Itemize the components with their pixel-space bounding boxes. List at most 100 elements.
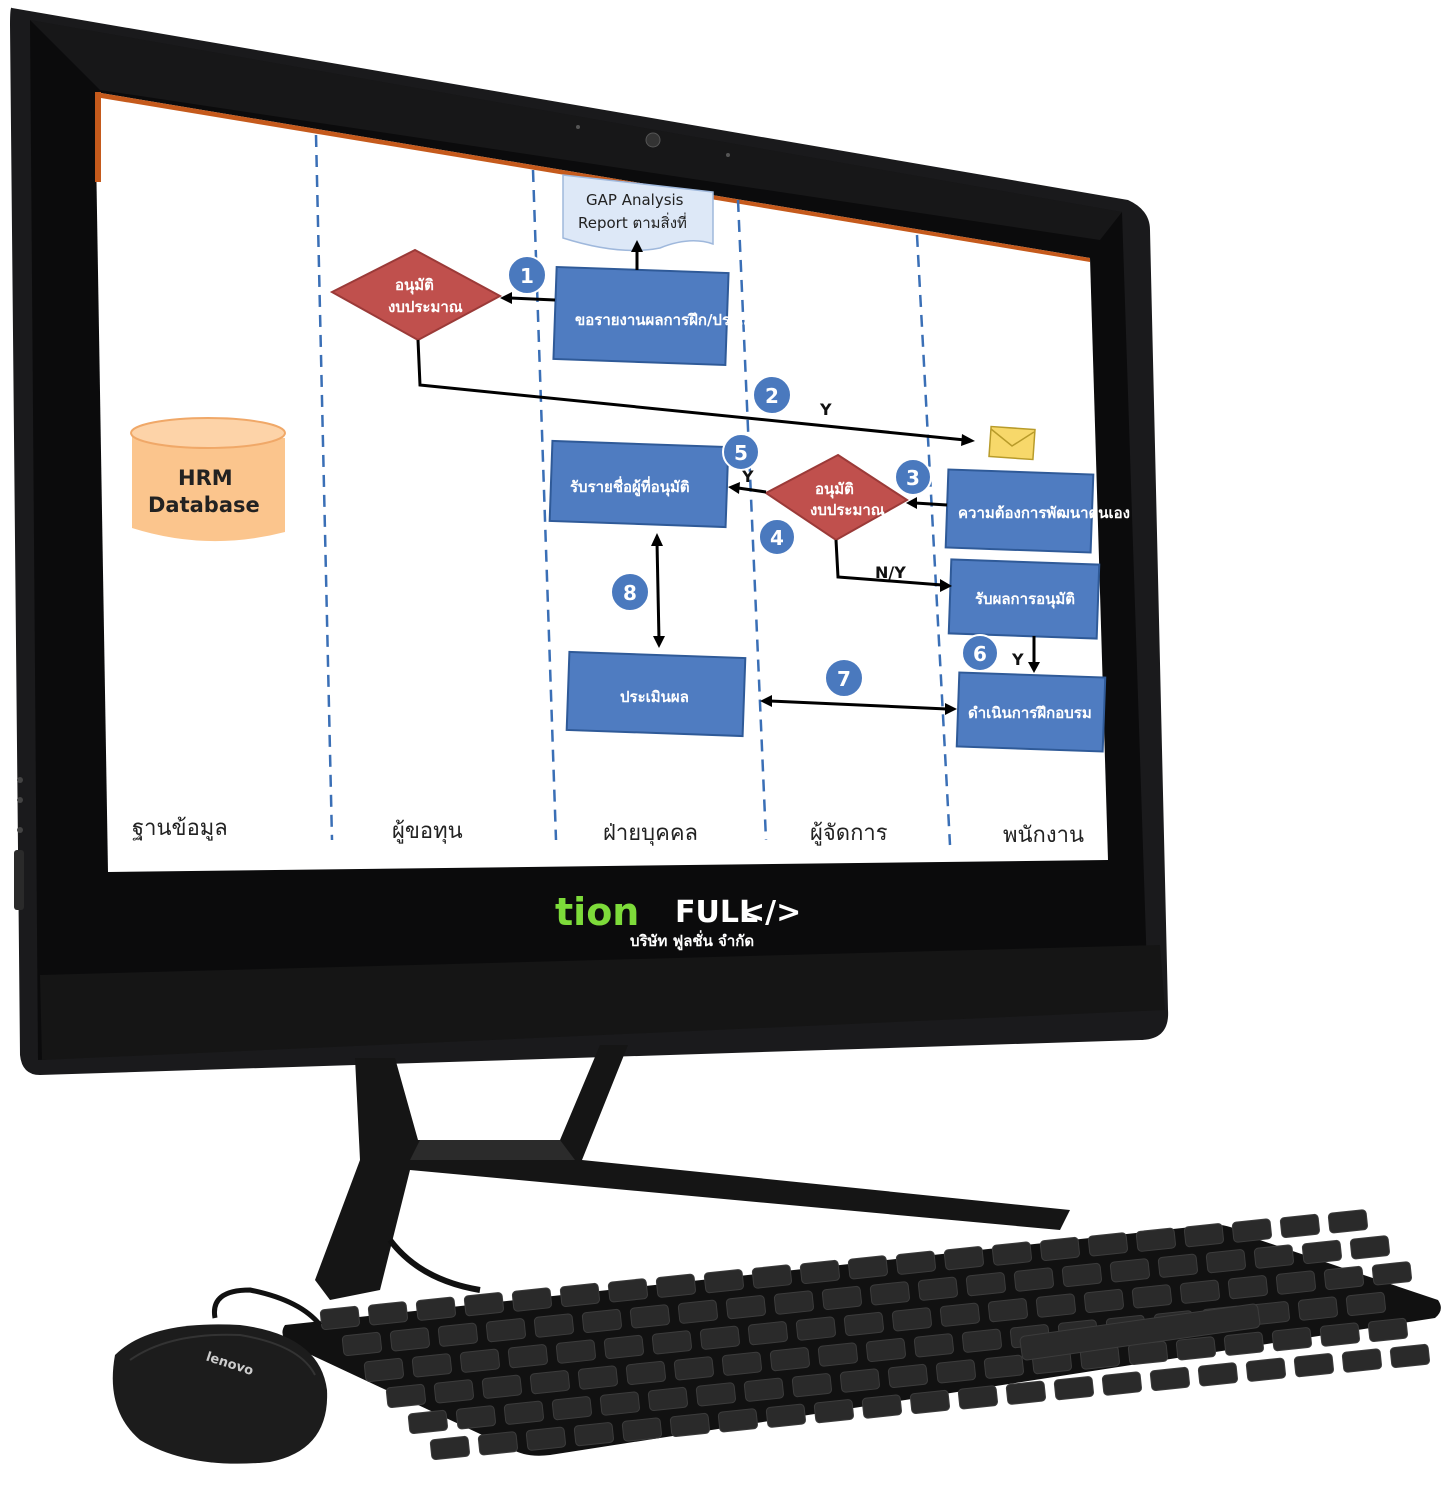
key: [389, 1327, 430, 1352]
key: [1301, 1239, 1342, 1264]
key: [1245, 1357, 1286, 1382]
key: [1275, 1270, 1316, 1295]
key: [717, 1408, 758, 1433]
key: [817, 1342, 858, 1367]
key: [481, 1374, 522, 1399]
edge-label-y3: Y: [741, 467, 754, 486]
lane-label-database: ฐานข้อมูล: [132, 816, 228, 841]
process-box-training: [955, 671, 1107, 753]
key: [319, 1305, 360, 1330]
step-7: 7: [824, 658, 864, 698]
key: [1327, 1209, 1368, 1234]
key: [1279, 1213, 1320, 1238]
decision-mid-line2: งบประมาณ: [810, 501, 885, 519]
key: [703, 1269, 744, 1294]
step-8: 8: [610, 572, 650, 612]
key: [1101, 1371, 1142, 1396]
key: [1271, 1327, 1312, 1352]
key: [437, 1322, 478, 1347]
key: [913, 1333, 954, 1358]
key: [939, 1302, 980, 1327]
process-box-evaluate: [565, 650, 747, 738]
key: [1371, 1261, 1412, 1286]
brand-name-full: FULL: [675, 895, 758, 930]
key: [1135, 1227, 1176, 1252]
key: [743, 1377, 784, 1402]
process-box-request: [944, 468, 1095, 554]
key: [1083, 1288, 1124, 1313]
database-label-2: Database: [148, 493, 260, 517]
key: [813, 1399, 854, 1424]
key: [625, 1360, 666, 1385]
keyboard: [282, 1209, 1441, 1460]
process-box-evaluate-label: ประเมินผล: [620, 688, 689, 706]
key: [459, 1348, 500, 1373]
edge-label-y: Y: [819, 400, 832, 419]
key: [751, 1264, 792, 1289]
key: [551, 1396, 592, 1421]
key: [895, 1250, 936, 1275]
document-icon: GAP Analysis Report ตามสิ่งที่: [562, 174, 714, 252]
key: [983, 1354, 1024, 1379]
key: [511, 1287, 552, 1312]
key: [909, 1389, 950, 1414]
key: [433, 1379, 474, 1404]
key: [839, 1368, 880, 1393]
key: [529, 1370, 570, 1395]
key: [677, 1299, 718, 1324]
key: [1349, 1235, 1390, 1260]
key: [891, 1307, 932, 1332]
key: [765, 1403, 806, 1428]
svg-text:3: 3: [906, 466, 920, 490]
lane-divider-4: [915, 234, 952, 846]
mouse: lenovo: [112, 1287, 328, 1464]
keyboard-keys: [319, 1209, 1430, 1460]
edge-request-to-diamond: [914, 501, 948, 507]
key: [363, 1357, 404, 1382]
key: [721, 1351, 762, 1376]
process-box-approve-result: [947, 558, 1101, 640]
edge-evaluate-training: [769, 699, 948, 711]
edge-box-to-diamond: [509, 296, 556, 302]
key: [1035, 1293, 1076, 1318]
key: [651, 1330, 692, 1355]
lane-label-requester: ผู้ขอทุน: [392, 819, 463, 844]
key: [1293, 1353, 1334, 1378]
key: [843, 1311, 884, 1336]
key: [1205, 1249, 1246, 1274]
key: [1131, 1284, 1172, 1309]
key: [991, 1241, 1032, 1266]
svg-text:6: 6: [973, 642, 987, 666]
key: [699, 1325, 740, 1350]
key: [559, 1282, 600, 1307]
edge-diamond-to-approve: [834, 539, 943, 587]
monitor-stand: [315, 1045, 1070, 1300]
key: [581, 1308, 622, 1333]
svg-text:7: 7: [837, 667, 851, 691]
key: [503, 1400, 544, 1425]
key: [603, 1334, 644, 1359]
key: [861, 1394, 902, 1419]
key: [429, 1435, 470, 1460]
edge-label-y2: Y: [1011, 650, 1024, 669]
key: [341, 1331, 382, 1356]
decision-top-line2: งบประมาณ: [388, 298, 463, 316]
key: [1179, 1279, 1220, 1304]
key: [695, 1382, 736, 1407]
svg-text:8: 8: [623, 581, 637, 605]
envelope-icon: [988, 425, 1036, 461]
key: [1197, 1362, 1238, 1387]
key: [1061, 1262, 1102, 1287]
key: [865, 1337, 906, 1362]
key: [769, 1347, 810, 1372]
code-bracket-icon: </>: [740, 895, 801, 930]
svg-text:4: 4: [770, 526, 784, 550]
report-label-1: GAP Analysis: [586, 191, 684, 209]
edge-collect-evaluate: [655, 541, 661, 641]
key: [367, 1301, 408, 1326]
step-5: 5: [722, 433, 760, 471]
key: [415, 1296, 456, 1321]
process-box-collect: [548, 439, 730, 529]
key: [1227, 1275, 1268, 1300]
process-box-request-label: ความต้องการพัฒนาตนเอง: [958, 504, 1130, 522]
